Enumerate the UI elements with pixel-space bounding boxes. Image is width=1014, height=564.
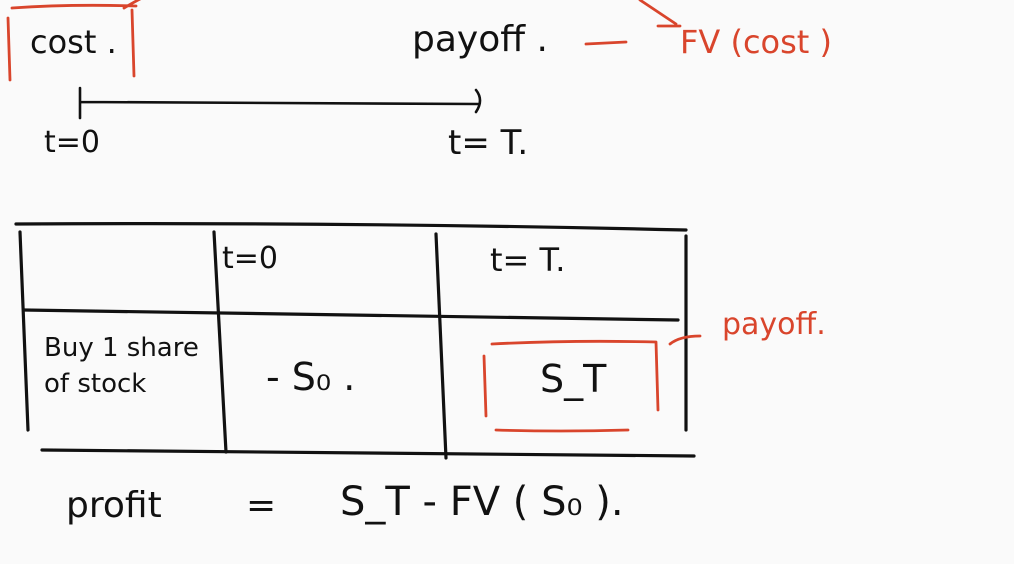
table-left-border	[18, 230, 30, 432]
fv-arrow-head	[638, 0, 682, 28]
st-to-payoff-connector	[668, 334, 702, 346]
time-zero-label: t=0	[44, 125, 100, 160]
payoff-annotation: payoff.	[722, 307, 826, 342]
table-col-divider-2	[434, 232, 448, 460]
table-row-action: Buy 1 share of stock	[44, 333, 199, 400]
time-t-label: t= T.	[448, 123, 529, 163]
table-row-t0-value: - S₀ .	[266, 355, 356, 399]
profit-equals: =	[246, 485, 277, 526]
fv-cost-label: FV (cost )	[680, 23, 832, 61]
profit-expression: S_T - FV ( S₀ ).	[340, 479, 624, 525]
cost-highlight-box	[6, 3, 138, 82]
table-col-divider-1	[212, 230, 228, 454]
cost-to-fv-arrow-tail	[122, 0, 142, 10]
cost-label: cost .	[30, 23, 117, 61]
payoff-to-fv-dash	[584, 40, 628, 46]
table-header-t0: t=0	[222, 241, 278, 276]
table-header-divider	[22, 308, 680, 322]
table-row-tT-value: S_T	[540, 357, 607, 401]
st-highlight-box	[482, 339, 660, 433]
payoff-label: payoff .	[412, 19, 548, 60]
timeline-line	[78, 86, 482, 120]
table-header-tT: t= T.	[490, 241, 566, 279]
table-bottom-border	[40, 448, 696, 458]
table-top-border	[14, 222, 688, 232]
profit-label: profit	[66, 485, 162, 526]
